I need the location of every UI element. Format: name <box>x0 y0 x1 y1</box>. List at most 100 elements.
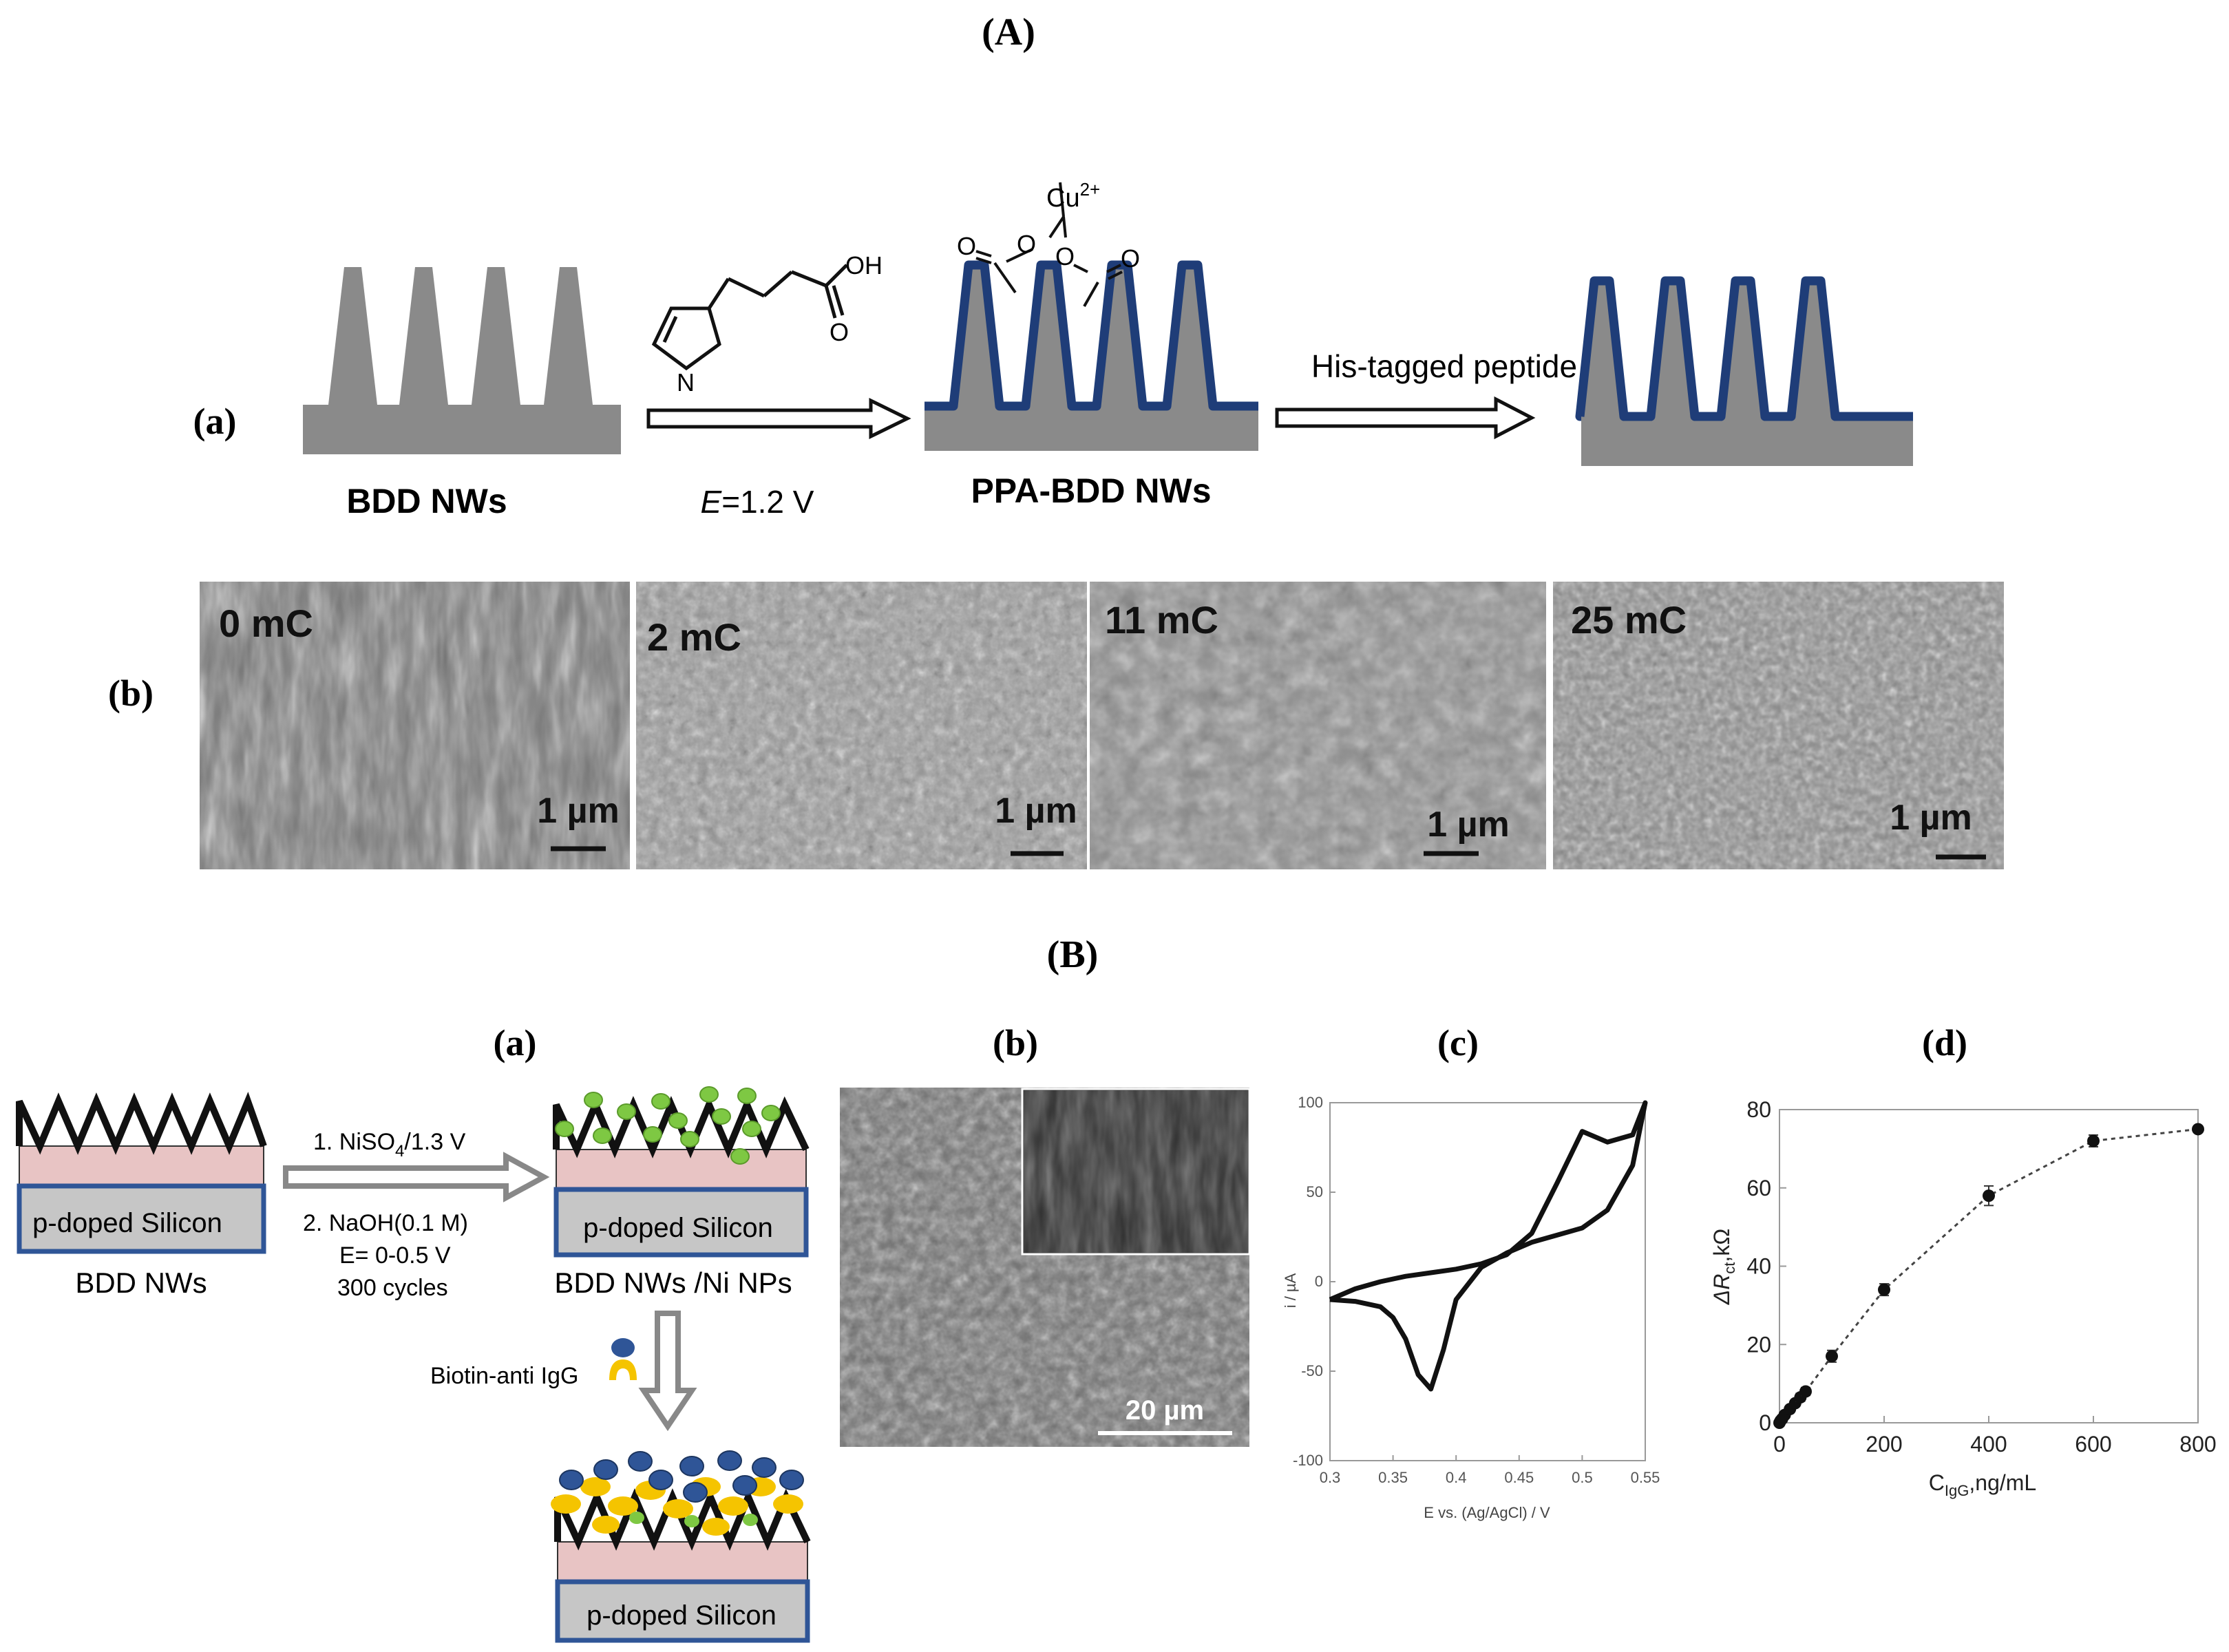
b-bdd-label: BDD NWs <box>75 1267 207 1299</box>
potential-label: E=1.2 V <box>701 484 814 520</box>
ppa-bdd-schematic <box>925 260 1258 451</box>
cv-y-label: i / µA <box>1282 1273 1299 1308</box>
panel-b-a-label: (a) <box>494 1022 537 1063</box>
panel-b-b-label: (b) <box>993 1022 1038 1063</box>
cal-y-sub: ct <box>1721 1262 1738 1274</box>
cal-y-main: ΔR <box>1709 1274 1734 1306</box>
cal-y-rest: ,kΩ <box>1709 1229 1734 1262</box>
cal-x-tick-label: 400 <box>1970 1432 2007 1457</box>
cv-y-tick-label: 100 <box>1298 1094 1323 1111</box>
section-a-label: (A) <box>982 11 1035 54</box>
reagent-o-label: O <box>830 318 849 346</box>
bdd-nws-label: BDD NWs <box>346 482 507 520</box>
panel-b-d-label: (d) <box>1922 1022 1967 1063</box>
cal-data-point <box>1878 1283 1890 1296</box>
cv-x-tick-label: 0.3 <box>1320 1469 1341 1486</box>
cal-y-label: ΔRct,kΩ <box>1709 1229 1738 1306</box>
ppa-bdd-label: PPA-BDD NWs <box>971 472 1211 510</box>
cal-fit-line <box>1778 1127 2199 1423</box>
cal-data-point <box>2192 1123 2204 1136</box>
arrow-2-icon <box>1275 396 1536 440</box>
his-tagged-schematic <box>1575 276 1913 466</box>
cal-y-tick-label: 40 <box>1746 1254 1771 1279</box>
cv-x-tick-label: 0.5 <box>1572 1469 1593 1486</box>
cu-o-right-2: O <box>1121 244 1140 273</box>
cal-data-point <box>1826 1350 1838 1363</box>
cal-y-tick-label: 80 <box>1746 1097 1771 1122</box>
panel-b-c-label: (c) <box>1437 1022 1479 1063</box>
sem-charge-2: 11 mC <box>1105 598 1218 642</box>
cv-y-tick-label: -50 <box>1301 1362 1323 1379</box>
b-arrow-down-icon <box>638 1311 697 1432</box>
b-step1-text: 1. NiSO <box>313 1129 395 1155</box>
panel-a-b-label: (b) <box>108 673 154 714</box>
cal-x-tick-label: 800 <box>2179 1432 2216 1457</box>
cal-data-point <box>1983 1189 1995 1203</box>
antibody-icon <box>609 1338 637 1380</box>
sem-scale-0: 1 µm <box>537 791 620 831</box>
b-step2-line3: 300 cycles <box>337 1275 448 1301</box>
sem-charge-0: 0 mC <box>219 602 313 645</box>
b-step1-rest: /1.3 V <box>404 1129 465 1155</box>
cal-y-tick-label: 60 <box>1746 1176 1771 1200</box>
cal-x-main: C <box>1929 1470 1945 1495</box>
b-substrate-3: p-doped Silicon <box>587 1600 777 1631</box>
sem-scale-2: 1 µm <box>1427 805 1510 845</box>
cv-x-tick-label: 0.45 <box>1504 1469 1534 1486</box>
cu-carboxylate-structure <box>975 182 1123 307</box>
cu-o-left: O <box>957 232 976 260</box>
b-step1-sub: 4 <box>395 1142 404 1161</box>
sem-scale-1: 1 µm <box>995 791 1077 831</box>
sem-charge-3: 25 mC <box>1571 598 1687 642</box>
cal-data-point <box>1799 1385 1812 1398</box>
potential-value: =1.2 V <box>721 484 814 520</box>
cal-x-tick-label: 200 <box>1866 1432 1902 1457</box>
reagent-oh-label: OH <box>845 251 883 279</box>
cal-x-tick-label: 600 <box>2075 1432 2111 1457</box>
b-sem-image <box>840 1088 1251 1447</box>
b-bdd-stack <box>16 1092 267 1254</box>
cv-y-tick-label: 0 <box>1315 1273 1323 1290</box>
bdd-nanowires-schematic <box>303 267 621 454</box>
sem-charge-1: 2 mC <box>647 615 741 659</box>
cv-x-label: E vs. (Ag/AgCl) / V <box>1424 1504 1550 1521</box>
cu-charge: 2+ <box>1080 179 1101 200</box>
cv-y-tick-label: -100 <box>1293 1452 1323 1469</box>
cal-plot-frame <box>1779 1109 2199 1423</box>
cal-x-label: CIgG,ng/mL <box>1929 1470 2036 1499</box>
potential-italic: E <box>701 484 723 520</box>
b-sem-scale: 20 µm <box>1126 1395 1204 1426</box>
b-substrate-1: p-doped Silicon <box>32 1208 222 1238</box>
reagent-n-label: N <box>677 368 695 396</box>
cv-x-tick-label: 0.35 <box>1378 1469 1408 1486</box>
panel-a-a-label: (a) <box>193 401 237 442</box>
sem-scale-3: 1 µm <box>1890 798 1972 838</box>
cv-y-tick-label: 50 <box>1307 1183 1323 1200</box>
his-tag-label: His-tagged peptide <box>1311 348 1577 384</box>
cal-x-sub: IgG <box>1945 1482 1969 1499</box>
cal-x-rest: ,ng/mL <box>1969 1470 2036 1495</box>
pyrrole-propanoic-acid-structure <box>651 264 848 371</box>
sem-image-25mc <box>1553 582 2004 869</box>
b-step1: 1. NiSO4/1.3 V <box>313 1129 466 1161</box>
cu-label: Cu2+ <box>1046 179 1100 213</box>
arrow-1-icon <box>646 397 911 440</box>
cu-o-right: O <box>1055 242 1075 271</box>
sem-image-0mc <box>200 582 630 869</box>
b-step2-line2: E= 0-0.5 V <box>339 1242 451 1269</box>
b-arrow-right-icon <box>283 1152 550 1203</box>
cv-x-tick-label: 0.55 <box>1631 1469 1660 1486</box>
sem-image-2mc <box>636 582 1087 869</box>
cv-curve <box>1329 1100 1648 1392</box>
cu-o-left-2: O <box>1017 230 1036 258</box>
b-biotin-label: Biotin-anti IgG <box>430 1363 578 1389</box>
b-final-stack <box>551 1450 811 1643</box>
cu-symbol: Cu <box>1046 184 1080 213</box>
b-ni-label: BDD NWs /Ni NPs <box>554 1267 792 1299</box>
b-step2-line1: 2. NaOH(0.1 M) <box>303 1210 468 1236</box>
b-ni-stack <box>553 1086 810 1258</box>
section-b-label: (B) <box>1047 933 1099 976</box>
cal-x-tick-label: 0 <box>1773 1432 1786 1457</box>
